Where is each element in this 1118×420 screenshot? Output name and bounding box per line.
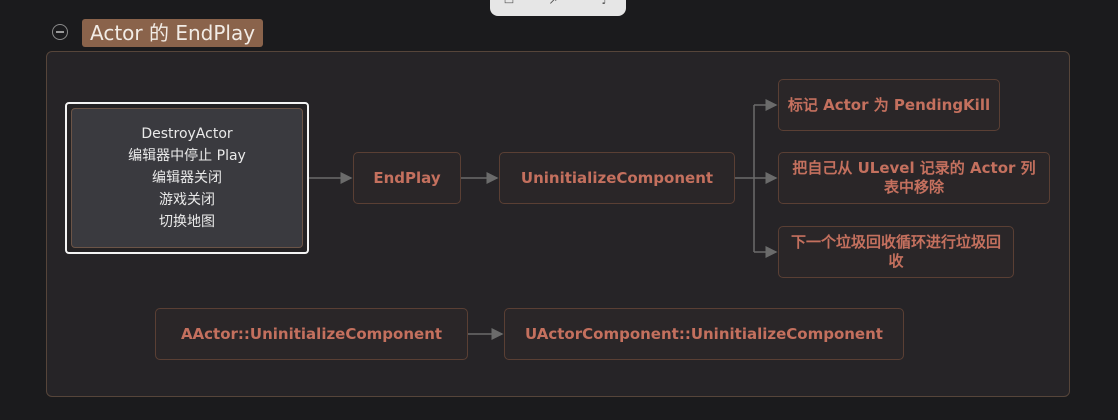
actor-uninitialize-node[interactable]: AActor::UninitializeComponent	[155, 308, 468, 360]
group-title: Actor 的 EndPlay	[82, 19, 264, 47]
uninitialize-component-node[interactable]: UninitializeComponent	[499, 152, 735, 204]
start-line: 切换地图	[159, 214, 215, 230]
remove-from-level-node[interactable]: 把自己从 ULevel 记录的 Actor 列表中移除	[778, 152, 1050, 204]
edge-branch-trunk	[735, 105, 755, 252]
screenshot-icon[interactable]: ▭	[503, 0, 515, 7]
start-line: DestroyActor	[141, 126, 233, 142]
component-uninitialize-node[interactable]: UActorComponent::UninitializeComponent	[504, 308, 904, 360]
start-line: 编辑器关闭	[152, 170, 222, 186]
start-line: 编辑器中停止 Play	[128, 148, 246, 164]
share-icon[interactable]: ↗	[548, 0, 558, 7]
audio-icon[interactable]: ♪	[601, 0, 609, 7]
floating-toolbar: ▭ ↗ ♪	[490, 0, 626, 16]
start-node-content: DestroyActor 编辑器中停止 Play 编辑器关闭 游戏关闭 切换地图	[71, 108, 303, 248]
collapse-icon[interactable]	[52, 24, 68, 40]
start-line: 游戏关闭	[159, 192, 215, 208]
mark-pending-kill-node[interactable]: 标记 Actor 为 PendingKill	[778, 79, 1000, 131]
endplay-node[interactable]: EndPlay	[353, 152, 461, 204]
start-node[interactable]: DestroyActor 编辑器中停止 Play 编辑器关闭 游戏关闭 切换地图	[65, 102, 309, 254]
garbage-collect-node[interactable]: 下一个垃圾回收循环进行垃圾回收	[778, 226, 1014, 278]
